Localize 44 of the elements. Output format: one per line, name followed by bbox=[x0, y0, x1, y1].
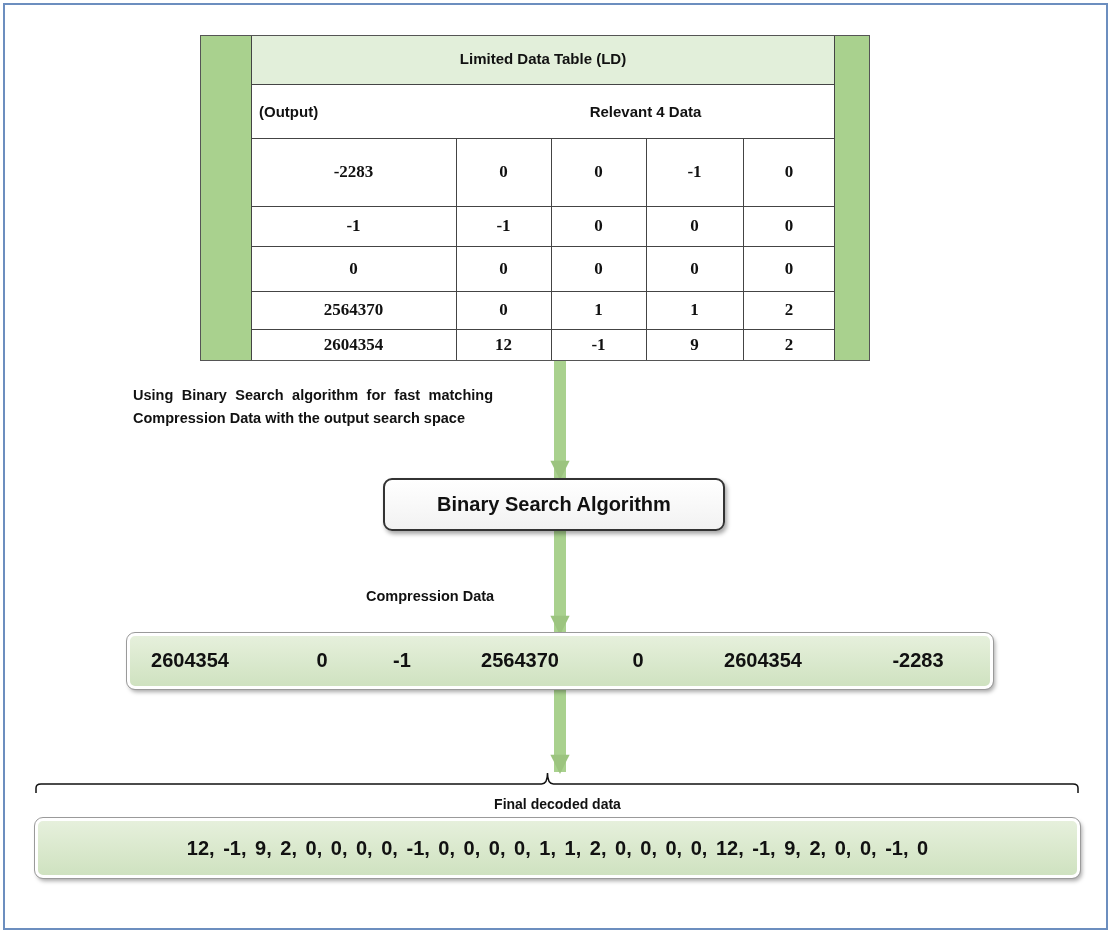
table-cell: -1 bbox=[496, 216, 511, 236]
table-cell: 1 bbox=[594, 300, 603, 320]
table-cell: 0 bbox=[594, 258, 603, 279]
table-cell: -1 bbox=[346, 216, 361, 236]
table-cell: 0 bbox=[594, 162, 603, 182]
table-cell: 0 bbox=[784, 216, 794, 236]
data-value: 2604354 bbox=[151, 649, 229, 672]
column-header: Relevant 4 Data bbox=[589, 102, 702, 120]
table-cell: 9 bbox=[690, 334, 699, 355]
table-cell: 0 bbox=[499, 258, 508, 279]
table-cell: 12 bbox=[495, 334, 512, 355]
arrow bbox=[550, 361, 570, 480]
table-cell: 0 bbox=[594, 216, 603, 236]
arrow bbox=[550, 531, 570, 635]
table-cell: -2283 bbox=[333, 162, 374, 182]
data-value: -1 bbox=[393, 649, 411, 672]
table-cell: 0 bbox=[499, 162, 508, 182]
table-cell: 0 bbox=[349, 258, 358, 279]
table-cell: 2 bbox=[784, 334, 794, 355]
data-bar bbox=[127, 633, 993, 689]
bracket-caption: Final decoded data bbox=[493, 796, 622, 812]
data-bar: 12, -1, 9, 2, 0, 0, 0, 0, -1, 0, 0, 0, 0, 1, 1, 2, 0, 0, 0, 0, 12, -1, 9, 2, 0, 0, -1, 0 bbox=[35, 818, 1080, 878]
table-cell: 2564370 bbox=[323, 300, 384, 320]
data-value: 0 bbox=[316, 649, 328, 672]
table-cell: 2604354 bbox=[323, 334, 384, 355]
column-header: (Output) bbox=[259, 102, 319, 120]
table-cell: 0 bbox=[690, 258, 699, 279]
table-title: Limited Data Table (LD) bbox=[458, 50, 628, 67]
process-label: Binary Search Algorithm bbox=[437, 493, 671, 516]
data-value: 0 bbox=[632, 649, 644, 672]
data-table bbox=[200, 35, 870, 361]
table-cell: -1 bbox=[687, 162, 702, 182]
table-cell: 0 bbox=[784, 162, 794, 182]
table-cell: 0 bbox=[499, 300, 508, 320]
data-value: 2604354 bbox=[724, 649, 802, 672]
table-cell: 0 bbox=[690, 216, 699, 236]
table-cell: 2 bbox=[784, 300, 794, 320]
arrow bbox=[550, 689, 570, 774]
table-cell: -1 bbox=[591, 334, 606, 355]
table-cell: 1 bbox=[690, 300, 699, 320]
process-box bbox=[383, 478, 725, 531]
data-value: 2564370 bbox=[481, 649, 559, 672]
data-value: -2283 bbox=[892, 649, 944, 672]
table-cell: 0 bbox=[784, 258, 794, 279]
